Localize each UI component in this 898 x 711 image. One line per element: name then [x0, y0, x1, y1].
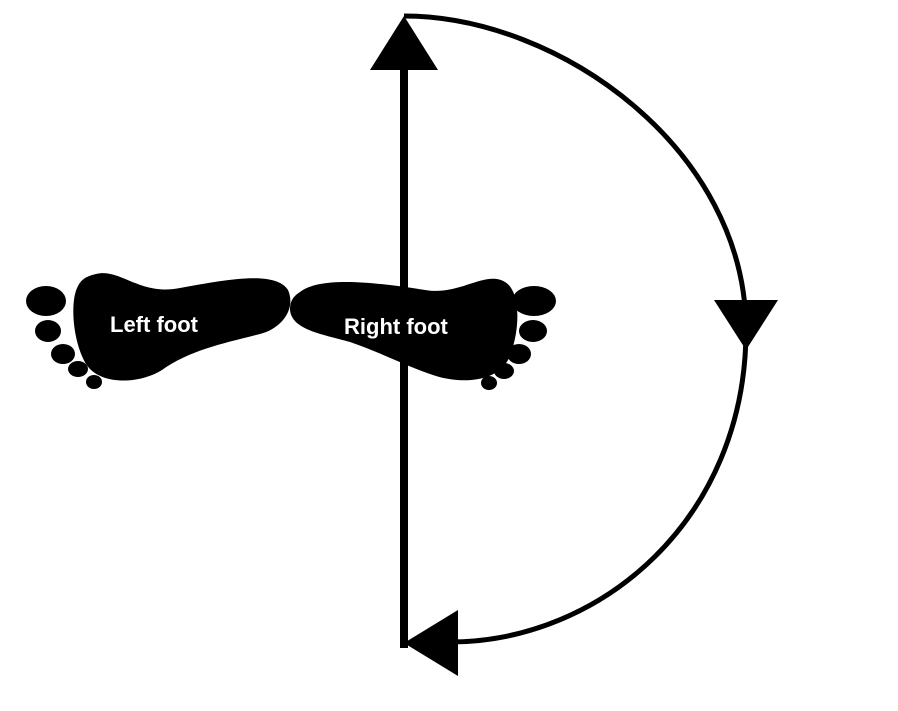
arc-down-arrowhead	[714, 300, 778, 350]
left-foot-toes	[26, 286, 102, 389]
left-toe-5	[86, 375, 102, 389]
left-foot-sole	[73, 273, 291, 381]
right-toe-3	[507, 344, 531, 364]
right-foot-toes	[481, 286, 556, 390]
left-big-toe	[26, 286, 66, 316]
left-toe-4	[68, 361, 88, 377]
left-foot	[26, 273, 291, 389]
up-arrowhead	[370, 16, 438, 70]
right-foot-label: Right foot	[344, 314, 449, 339]
right-toe-5	[481, 376, 497, 390]
arc-left-arrowhead	[404, 610, 458, 676]
left-toe-2	[35, 320, 61, 342]
left-toe-3	[51, 344, 75, 364]
right-toe-4	[494, 363, 514, 379]
right-big-toe	[512, 286, 556, 316]
right-toe-2	[519, 320, 547, 342]
left-foot-label: Left foot	[110, 312, 199, 337]
